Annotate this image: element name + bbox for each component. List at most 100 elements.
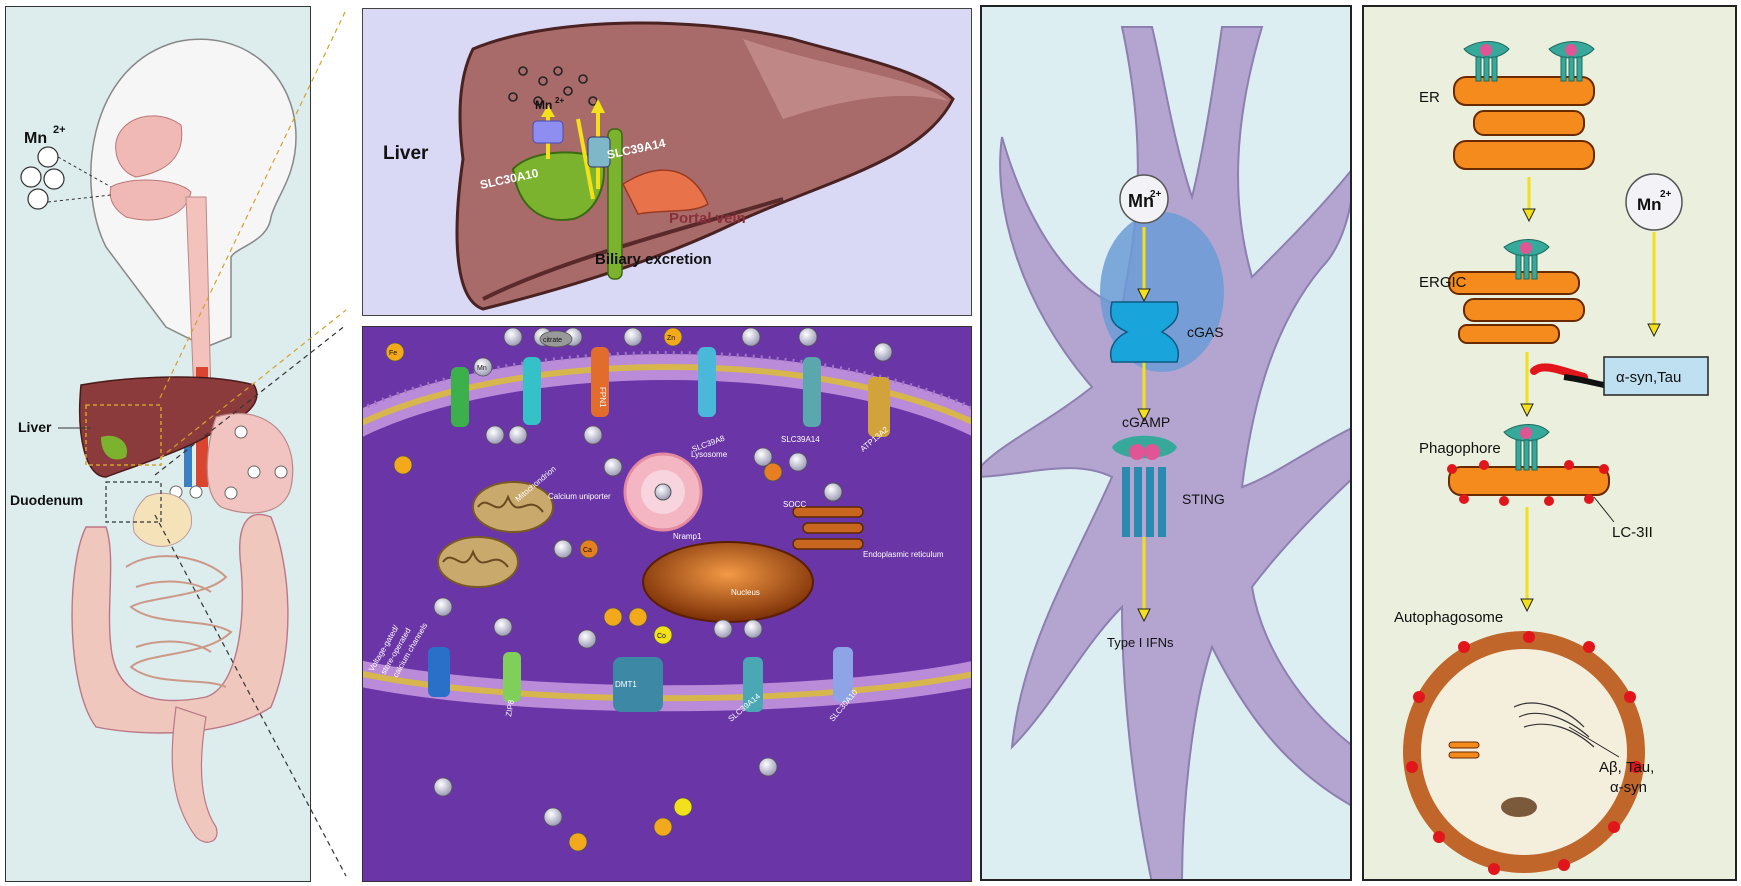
bile-duct [607,128,623,280]
cell-illustration: FPN1 SLC39A8 SLC39A14 ATP13A2 Fe Zn Mn [363,327,971,852]
lc3-label: LC-3II [1612,524,1653,541]
mn-particle-stomach-1 [234,425,248,439]
portal-vein-label: Portal vein [669,210,746,227]
fe-ion-label: Fe [389,350,397,357]
rectum [171,706,218,843]
fpn1-label: FPN1 [598,387,607,408]
slc39a14-label: SLC39A14 [781,435,820,444]
mn-label: Mn [24,130,47,147]
autophagosome [1403,631,1645,873]
mn-charge: 2+ [1150,189,1162,200]
body-illustration: Mn 2+ Liver Duodenum [10,38,297,843]
cell-panel: FPN1 SLC39A8 SLC39A14 ATP13A2 Fe Zn Mn [362,326,972,882]
liver-title: Liver [383,143,429,164]
mn-particle-stomach-2 [247,465,261,479]
cgas-enzyme [1110,301,1179,363]
slc30a10-transporter [532,120,564,144]
head-outline [90,38,297,348]
inner-mito [1501,797,1537,817]
ergic-protein [1503,239,1550,280]
mn-particle-stomach-3 [224,486,238,500]
portal-vein [622,169,709,215]
liver-panel: Liver Mn 2+ SLC30A10 SLC39A14 Portal vei… [362,8,972,316]
autophagy-illustration: ER ERGIC Mn 2+ α-syn,Tau [1394,41,1709,875]
dmt1-transporter [613,657,663,712]
slc39a14-transporter-b [743,657,763,712]
duodenum-zoom-box [105,481,162,523]
calcium-channel [428,647,450,697]
liver-illustration: Liver Mn 2+ SLC30A10 SLC39A14 Portal vei… [383,21,955,311]
nasal-cavity [115,115,183,178]
zip8-label: ZIP8 [504,699,516,718]
ca-ion-label: Ca [583,547,592,554]
sting-label: STING [1182,491,1225,507]
socc-label: SOCC [783,500,806,509]
slc39a14-transporter [803,357,821,427]
calcium-uniporter-label: Calcium uniporter [548,492,611,501]
atp13a2-transporter [868,377,890,437]
syn-tau-label: α-syn,Tau [1616,369,1681,386]
er-organelle [1453,76,1595,170]
mn-charge: 2+ [555,96,564,105]
slc30a10-transporter [833,647,853,702]
syn-tau-box [1603,356,1709,396]
cgamp-label: cGAMP [1122,414,1170,430]
zn-ion-label: Zn [667,335,675,342]
zip8-transporter [503,652,521,702]
mn-particle-stomach-6 [274,465,288,479]
mn-ion [1625,173,1683,231]
sting-illustration: Mn 2+ cGAS cGAMP STING Type I IFNs [982,26,1350,879]
duodenum-label: Duodenum [10,492,83,508]
autophagosome-label: Autophagosome [1394,609,1503,626]
er-label: Endoplasmic reticulum [863,550,944,559]
phagophore-label: Phagophore [1419,440,1501,457]
slc39a14-transporter [587,136,611,168]
mitochondrion-1 [472,481,554,533]
mn-particle-stomach-4 [189,485,203,499]
liver-zoom-box [85,404,162,466]
ifn-label: Type I IFNs [1107,635,1174,650]
sting-protein [1112,435,1177,537]
inner-vesicles [1448,741,1480,759]
mn-charge: 2+ [1660,189,1672,200]
ergic-organelle [1448,271,1585,344]
mn-ion [1119,174,1169,224]
mn-ion-label: Mn [477,365,487,372]
citrate-label: citrate [543,337,562,344]
misfolded-protein [1530,363,1588,381]
er-label: ER [1419,89,1440,106]
fe-transporter [451,367,469,427]
liver-label: Liver [18,419,52,435]
cgas-label: cGAS [1187,324,1224,340]
body-panel: Mn 2+ Liver Duodenum [5,6,311,882]
duodenum [132,492,192,547]
biliary-label: Biliary excretion [595,251,712,268]
mn-label: Mn [1637,195,1662,214]
phagophore-organelle [1448,466,1610,496]
mn-particle-3 [43,168,65,190]
mn-charge: 2+ [53,124,66,136]
fpn1-transporter [591,347,609,417]
nramp1-label: Nramp1 [673,532,702,541]
mn-label: Mn [535,98,552,112]
sting-panel: Mn 2+ cGAS cGAMP STING Type I IFNs [980,5,1352,881]
oral-cavity [109,179,192,221]
mn-label: Mn [1128,191,1154,211]
ergic-label: ERGIC [1419,274,1467,291]
gallbladder [101,435,127,460]
slc39a8-transporter [698,347,716,417]
mn-particle-4 [27,188,49,210]
nucleus [642,541,814,623]
aggregates-label-1: Aβ, Tau, [1599,759,1654,776]
mn-channel [523,357,541,425]
dmt1-label: DMT1 [615,680,637,689]
endoplasmic-reticulum [792,506,864,550]
autophagy-panel: ER ERGIC Mn 2+ α-syn,Tau [1362,5,1737,881]
aggregates-label-2: α-syn [1610,779,1647,796]
large-intestine [71,513,289,734]
gallbladder [511,151,605,221]
phagophore-protein [1503,424,1550,471]
nucleus-label: Nucleus [731,588,760,597]
lysosome-label: Lysosome [691,450,728,459]
